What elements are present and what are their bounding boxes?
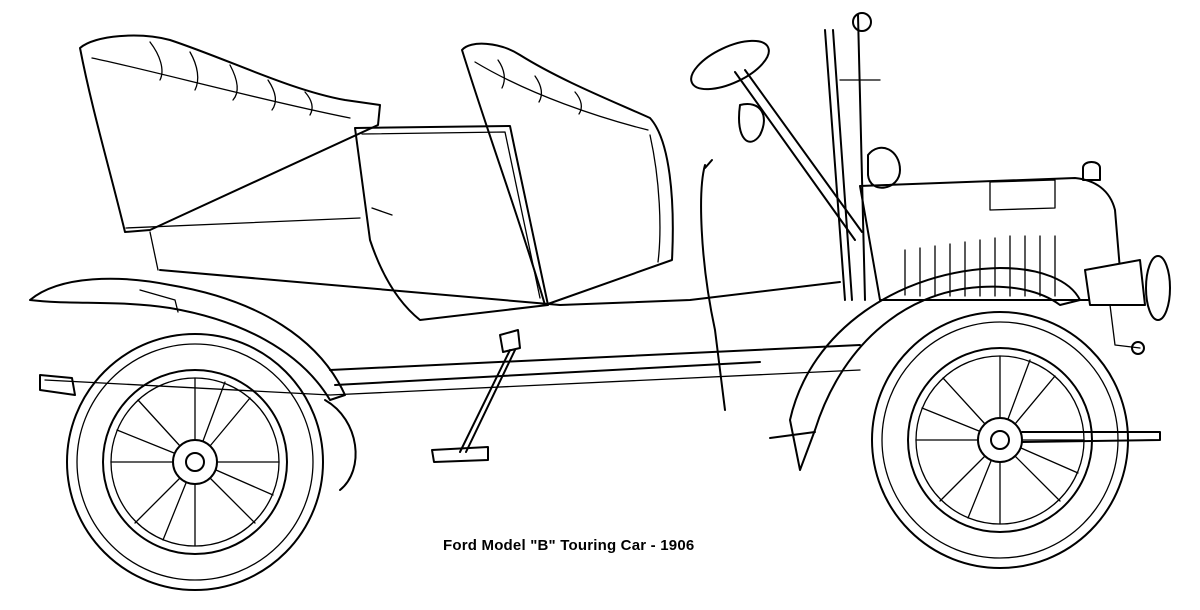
hood [859, 161, 1121, 301]
front-fender [769, 267, 1081, 471]
rear-fender [29, 277, 346, 401]
front-wheel [871, 311, 1161, 569]
rear-tonneau-body [79, 34, 549, 321]
rear-wheel-far-side [324, 399, 357, 491]
control-levers [700, 12, 901, 411]
headlamp [1084, 255, 1171, 355]
steering [690, 39, 863, 241]
foot-pedal [431, 329, 521, 463]
chassis-frame [39, 269, 861, 396]
rear-wheel [66, 333, 324, 591]
caption-title: Ford Model "B" Touring Car - 1906 [443, 537, 695, 554]
front-seat [461, 42, 674, 306]
